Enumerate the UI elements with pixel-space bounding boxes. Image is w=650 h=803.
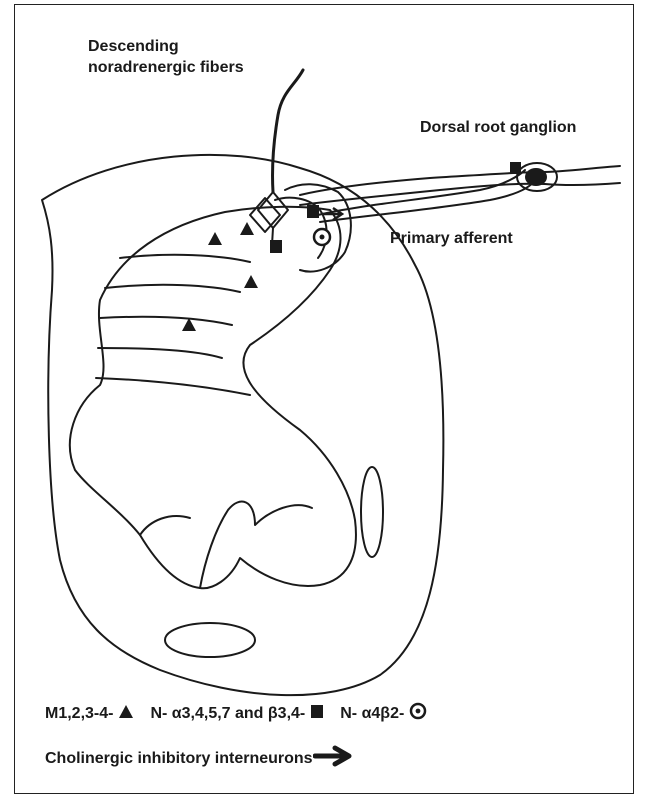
- triangle-icon: [118, 704, 134, 724]
- primary-afferent-label: Primary afferent: [390, 230, 513, 248]
- lamina-line-4: [98, 348, 222, 358]
- cholinergic-legend: Cholinergic inhibitory interneurons: [45, 745, 355, 772]
- nicotinic-square-marker: [270, 240, 282, 253]
- spinal-cord-outline: [42, 155, 443, 695]
- gray-matter-outline: [70, 207, 356, 588]
- white-matter-ellipse-lateral: [361, 467, 383, 557]
- dorsal-root-ganglion-label: Dorsal root ganglion: [420, 119, 576, 137]
- arrow-right-icon: [313, 745, 355, 772]
- lamina-line-5: [96, 378, 250, 395]
- ventral-horn-detail: [200, 502, 312, 588]
- white-matter-ellipse-ventral: [165, 623, 255, 657]
- nicotinic-square-marker: [307, 205, 319, 218]
- dorsal-root-tract: [300, 166, 620, 195]
- descending-label-line2: noradrenergic fibers: [88, 57, 244, 78]
- lamina-line-2: [105, 285, 240, 292]
- legend-muscarinic-label: M1,2,3-4-: [45, 705, 113, 723]
- descending-label-line1: Descending: [88, 36, 244, 57]
- legend-cholinergic-label: Cholinergic inhibitory interneurons: [45, 750, 313, 768]
- dorsal-root-ganglion-body: [525, 168, 547, 186]
- nicotinic-ringdot-center: [320, 235, 325, 240]
- muscarinic-triangle-marker: [240, 222, 254, 235]
- descending-fibers-label: Descending noradrenergic fibers: [88, 36, 244, 78]
- receptor-legend: M1,2,3-4- N- α3,4,5,7 and β3,4- N- α4β2-: [45, 702, 427, 725]
- ganglion-receptor-square: [510, 162, 521, 174]
- square-icon: [310, 704, 324, 724]
- legend-nicotinic-b-label: N- α4β2-: [340, 705, 404, 723]
- muscarinic-triangle-marker: [208, 232, 222, 245]
- muscarinic-triangle-marker: [244, 275, 258, 288]
- lamina-line-3: [100, 317, 232, 325]
- ring-dot-icon: [409, 702, 427, 725]
- inner-curve: [140, 516, 190, 535]
- descending-fiber: [273, 70, 303, 192]
- legend-nicotinic-a-label: N- α3,4,5,7 and β3,4-: [150, 705, 305, 723]
- lamina-line-1: [120, 255, 250, 262]
